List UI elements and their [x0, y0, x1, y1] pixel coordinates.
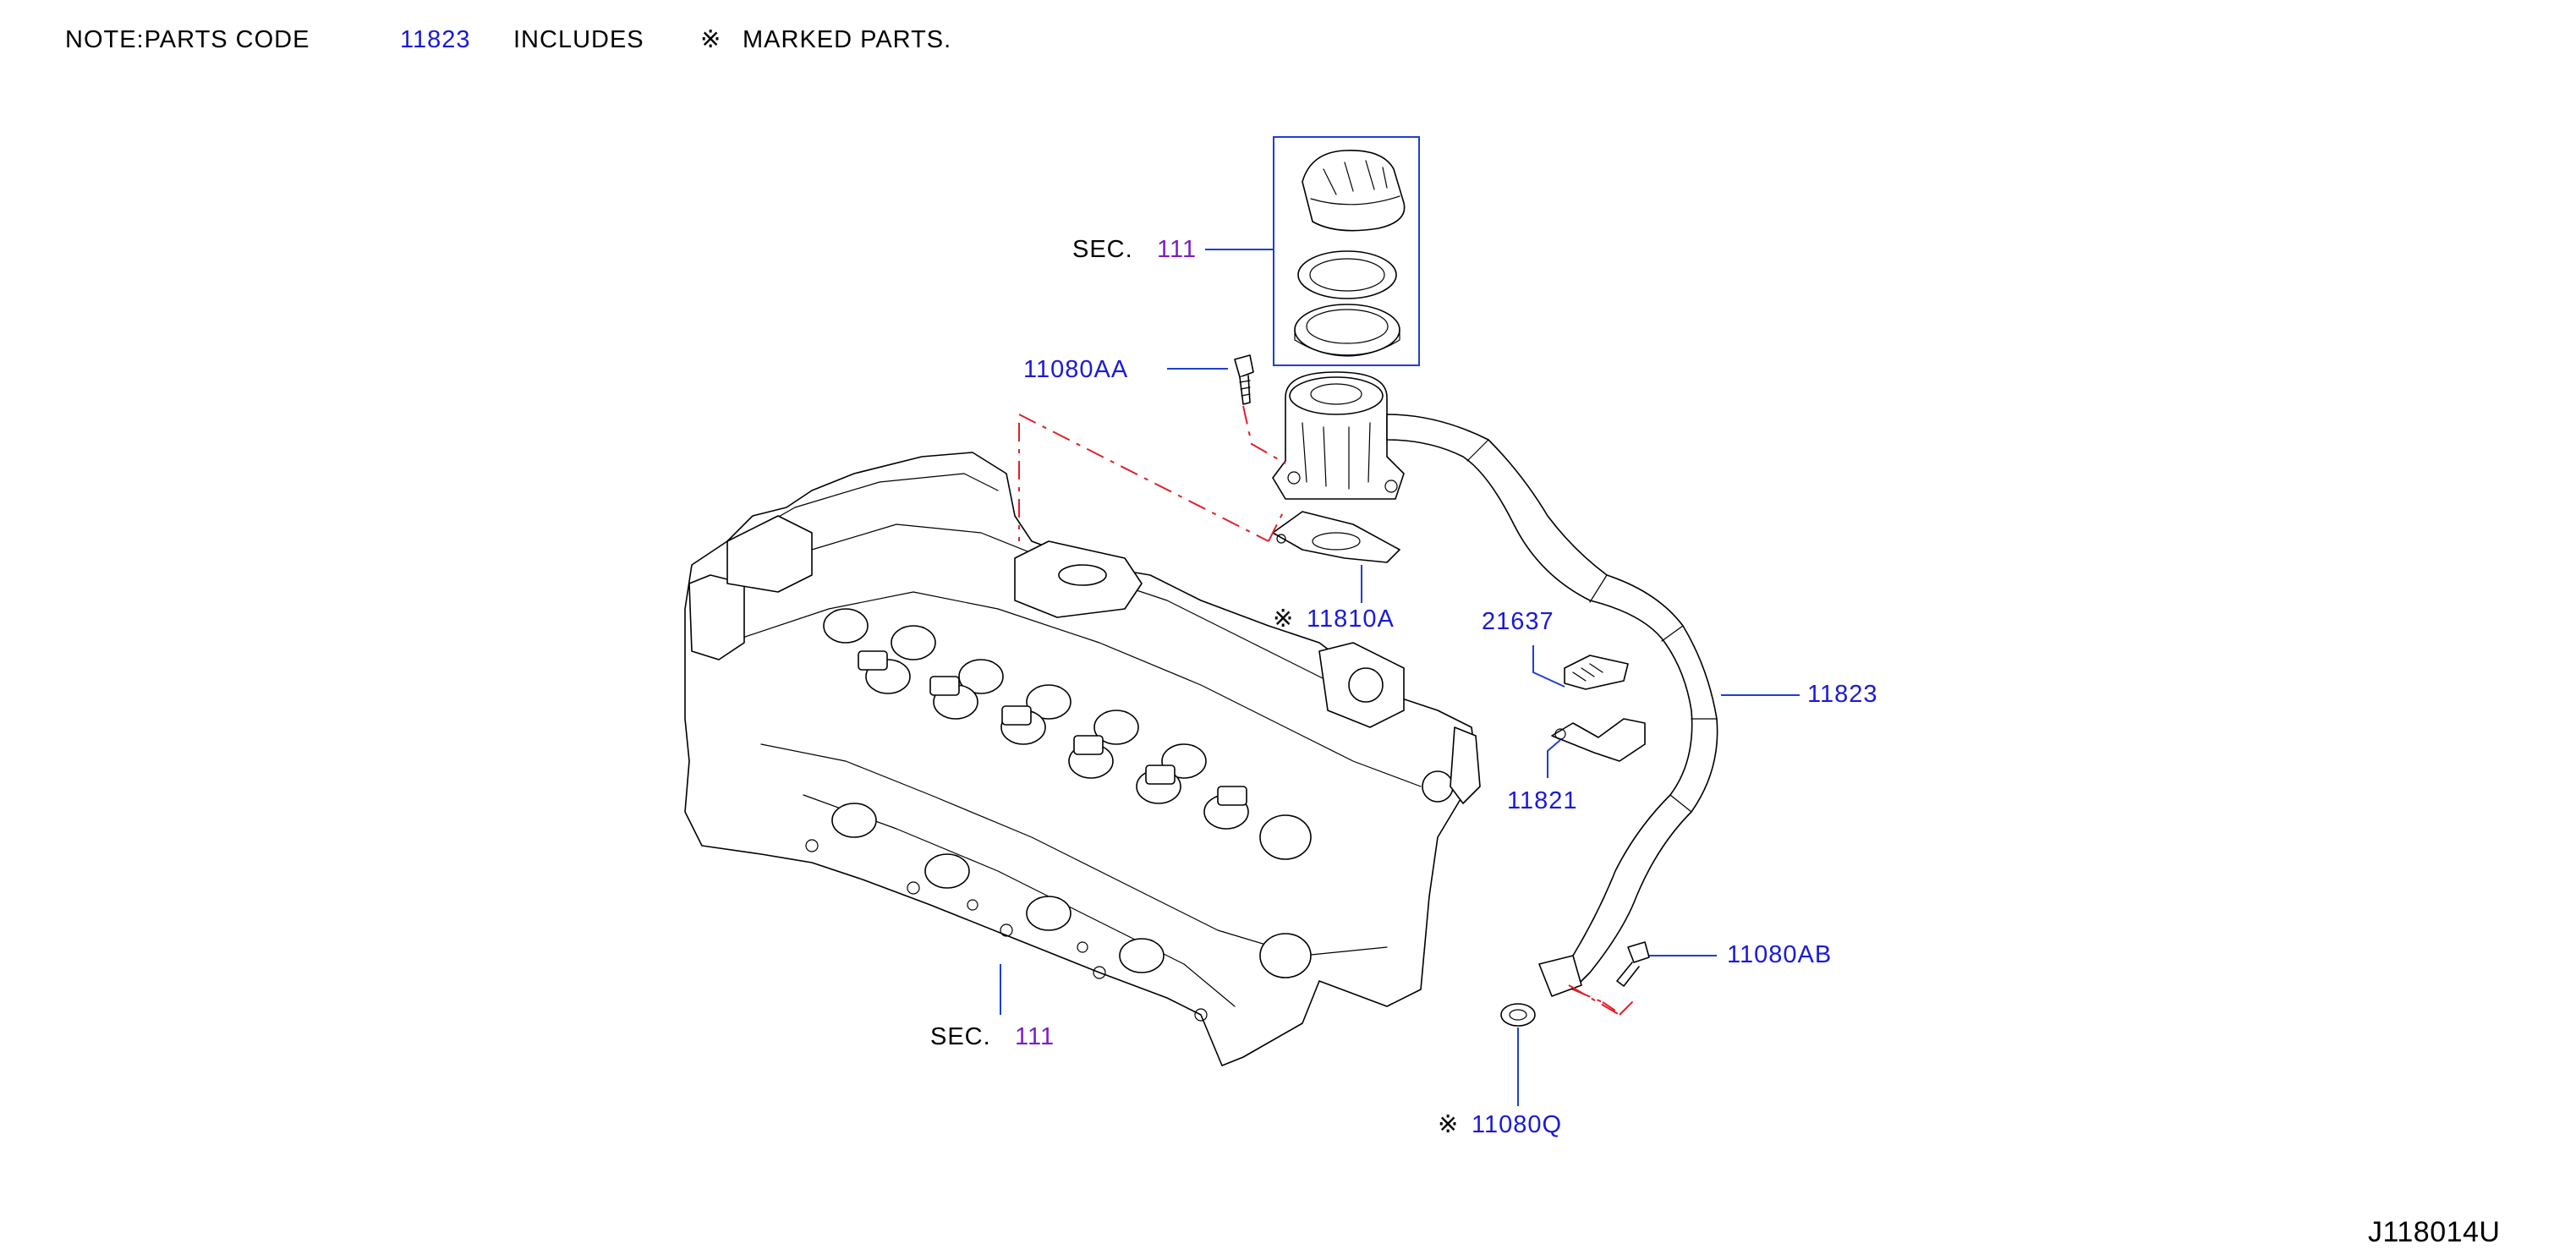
mark-11810A: ※	[1273, 606, 1295, 633]
sec-box	[1273, 136, 1420, 366]
figure-id: J118014U	[2368, 1216, 2501, 1248]
note-mark-symbol: ※	[700, 26, 722, 53]
part-11080AB-link[interactable]: 11080AB	[1727, 941, 1833, 968]
part-11080AA-link[interactable]: 11080AA	[1023, 356, 1129, 383]
part-11823-link[interactable]: 11823	[1807, 681, 1878, 708]
leader-lines	[1000, 249, 1800, 1106]
part-11810A-link[interactable]: 11810A	[1307, 606, 1395, 633]
cylinder-head-drawing	[684, 452, 1481, 1066]
oil-filler-cap-drawing	[1294, 150, 1406, 357]
part-11080Q-link[interactable]: 11080Q	[1472, 1111, 1563, 1138]
phantom-lines	[1018, 405, 1637, 1016]
sec-top-prefix: SEC.	[1072, 236, 1133, 263]
sec-bottom-prefix: SEC.	[930, 1023, 991, 1050]
part-11821-link[interactable]: 11821	[1507, 787, 1578, 814]
note-includes: INCLUDES	[513, 26, 644, 53]
breather-housing-drawing	[1234, 354, 1718, 1027]
sec-top-link[interactable]: 111	[1157, 236, 1198, 263]
part-21637-link[interactable]: 21637	[1482, 608, 1554, 635]
note-prefix: NOTE:PARTS CODE	[65, 26, 310, 53]
mark-11080Q: ※	[1438, 1111, 1460, 1138]
sec-bottom-link[interactable]: 111	[1015, 1023, 1055, 1050]
note-suffix: MARKED PARTS.	[743, 26, 952, 53]
note-part-code[interactable]: 11823	[400, 26, 471, 53]
